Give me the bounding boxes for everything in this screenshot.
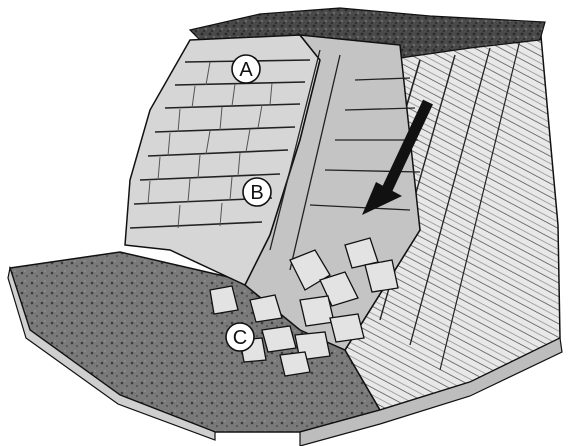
callout-b-label: B: [250, 182, 263, 204]
callout-a: A: [232, 55, 260, 83]
callout-a-label: A: [239, 59, 253, 81]
callout-c: C: [226, 323, 254, 351]
callout-c-label: C: [233, 327, 247, 349]
callout-b: B: [243, 178, 271, 206]
